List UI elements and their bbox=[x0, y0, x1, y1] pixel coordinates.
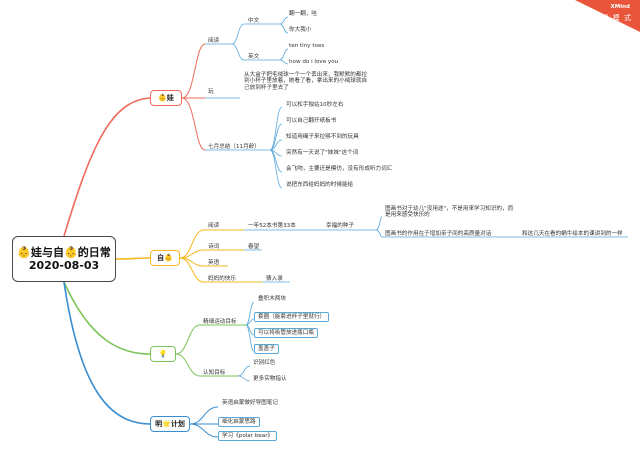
leaf-july-4[interactable]: 突然有一天说了"妹妹"这个词 bbox=[286, 150, 359, 156]
leaf-fine-motor-1[interactable]: 叠积木两块 bbox=[258, 296, 286, 302]
topic-baby[interactable]: 👶娃 bbox=[150, 90, 182, 106]
topic-self-poetry[interactable]: 诗词 bbox=[208, 244, 220, 250]
topic-baby-english[interactable]: 英文 bbox=[248, 54, 260, 60]
root-title: 👶娃与自👶的日常 bbox=[17, 245, 111, 259]
topic-cognition-goals[interactable]: 认知目标 bbox=[203, 370, 226, 376]
leaf-july-6[interactable]: 说把东西给妈妈的时候能给 bbox=[286, 182, 354, 188]
topic-baby-play[interactable]: 玩 bbox=[208, 89, 214, 95]
leaf-chinese-book-2[interactable]: 你大我小 bbox=[289, 27, 312, 33]
leaf-fine-motor-3[interactable]: 可以将吸管放进瓶口瓶 bbox=[254, 328, 318, 339]
connector-root-baby bbox=[63, 97, 151, 237]
topic-self-mom-joy[interactable]: 妈妈的快乐 bbox=[208, 276, 236, 282]
connector-root-idea bbox=[63, 281, 151, 355]
leaf-chinese-book-1[interactable]: 翻一翻，哇 bbox=[289, 11, 317, 17]
leaf-mom-joy-value[interactable]: 猜入录 bbox=[266, 276, 283, 282]
lightbulb-icon: 💡 bbox=[158, 350, 168, 358]
leaf-poetry-title[interactable]: 春望 bbox=[248, 244, 260, 250]
topic-self-reading[interactable]: 阅读 bbox=[208, 223, 220, 229]
connector-baby-reading bbox=[181, 43, 206, 99]
root-topic[interactable]: 👶娃与自👶的日常 2020-08-03 bbox=[12, 236, 116, 282]
connector-baby-july bbox=[181, 97, 206, 151]
root-date: 2020-08-03 bbox=[28, 259, 100, 272]
leaf-book-note-tail[interactable]: 和这几天在看的蜗牛绘本的课讲到的一样 bbox=[522, 231, 623, 237]
brand-name: XMind bbox=[610, 4, 630, 10]
leaf-july-2[interactable]: 可以自己翻开纸板书 bbox=[286, 118, 337, 124]
leaf-book-note-1[interactable]: 图画书对于幼儿"没用途"，不是用来学习知识的，而是用来感受快乐的 bbox=[385, 206, 514, 219]
connector-root-plan bbox=[63, 281, 151, 425]
leaf-july-5[interactable]: 会飞吻，主要还是模仿，没有形成听力词汇 bbox=[286, 166, 393, 172]
leaf-book-title[interactable]: 幸福的种子 bbox=[326, 223, 354, 229]
leaf-plan-3[interactable]: 学习《polar bear》 bbox=[218, 431, 278, 442]
leaf-english-book-1[interactable]: ten tiny toes bbox=[289, 43, 325, 49]
topic-baby-reading[interactable]: 阅读 bbox=[208, 38, 220, 44]
leaf-book-count[interactable]: 一年52本书第33本 bbox=[248, 223, 296, 229]
leaf-cognition-1[interactable]: 识别红色 bbox=[253, 360, 276, 366]
topic-baby-july-summary[interactable]: 七月总结（11月龄） bbox=[208, 144, 260, 150]
leaf-fine-motor-2[interactable]: 套圈（能套进杯子里就行） bbox=[254, 312, 330, 323]
leaf-july-3[interactable]: 知道用绳子来拉够不到的玩具 bbox=[286, 134, 359, 140]
leaf-plan-2[interactable]: 细化启蒙思路 bbox=[218, 417, 260, 428]
leaf-book-note-2[interactable]: 图画书的作用在于增加亲子间的高质量对话 bbox=[385, 231, 492, 237]
leaf-fine-motor-4[interactable]: 盖盖子 bbox=[254, 344, 279, 355]
topic-fine-motor-goals[interactable]: 精细运动目标 bbox=[203, 319, 237, 325]
topic-idea[interactable]: 💡 bbox=[150, 346, 176, 362]
topic-baby-chinese[interactable]: 中文 bbox=[248, 18, 260, 24]
leaf-july-1[interactable]: 可以松手独站10秒左右 bbox=[286, 102, 344, 108]
leaf-english-book-2[interactable]: how do i love you bbox=[289, 59, 339, 65]
leaf-play-description[interactable]: 从大盒子把毛绒球一个一个丢出来，我默默的都拉到小杯子里放着，她看了看，拿出来的小… bbox=[244, 72, 368, 91]
leaf-cognition-2[interactable]: 更多实物指认 bbox=[253, 376, 287, 382]
topic-self[interactable]: 自👶 bbox=[150, 250, 180, 266]
connector-root-self bbox=[115, 257, 151, 260]
topic-self-english[interactable]: 英语 bbox=[208, 260, 220, 266]
trial-corner-badge bbox=[575, 0, 640, 32]
trial-mode-label: 试 用 模 式 bbox=[590, 14, 632, 22]
leaf-plan-1[interactable]: 英语启蒙做好导图笔记 bbox=[222, 400, 278, 406]
topic-plan[interactable]: 明🌟计划 bbox=[150, 416, 190, 432]
